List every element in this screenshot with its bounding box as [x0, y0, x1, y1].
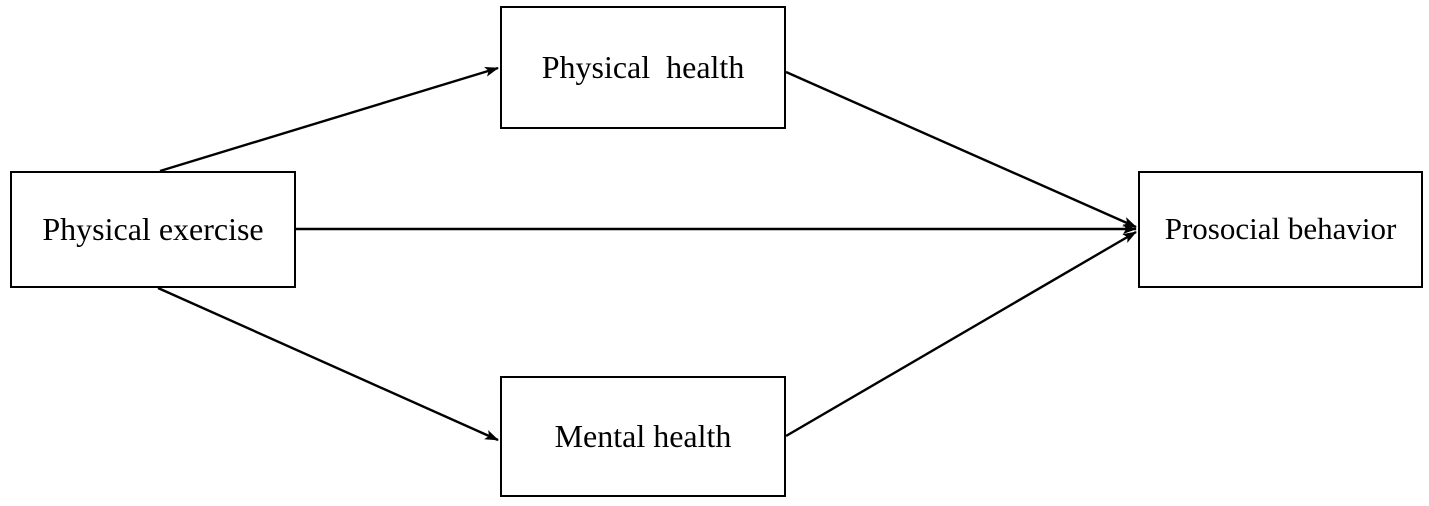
node-physical-health[interactable]: Physical health	[500, 6, 786, 129]
node-mental-health-label: Mental health	[554, 417, 732, 454]
node-physical-health-label: Physical health	[541, 48, 745, 85]
node-mental-health[interactable]: Mental health	[500, 376, 786, 497]
edge-exercise-to-mental-health	[157, 286, 499, 442]
node-prosocial-behavior-label: Prosocial behavior	[1164, 211, 1397, 247]
edge-physical-health-to-prosocial	[785, 70, 1137, 229]
node-physical-exercise-label: Physical exercise	[42, 210, 264, 247]
node-prosocial-behavior[interactable]: Prosocial behavior	[1138, 171, 1423, 288]
node-physical-exercise[interactable]: Physical exercise	[10, 171, 296, 288]
edge-exercise-to-physical-health	[159, 66, 499, 173]
edge-mental-health-to-prosocial	[785, 230, 1137, 438]
